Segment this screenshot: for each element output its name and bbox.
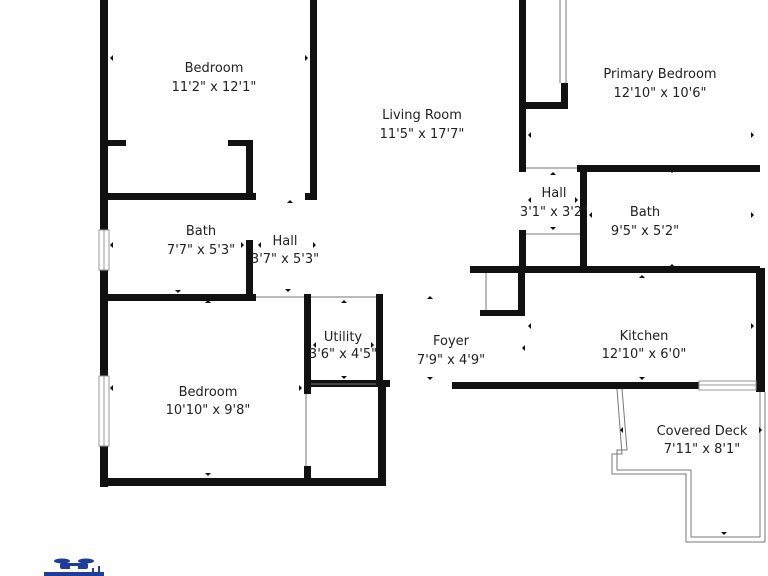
room-bedroom-bottom-dims: 10'10" x 9'8": [166, 403, 251, 418]
wall-kitchen-right: [756, 268, 765, 392]
wall-hall-right-left: [519, 230, 526, 270]
wall-kitchen-bottom-right: [617, 382, 699, 389]
room-foyer-name: Foyer: [433, 334, 470, 349]
deck-outline: [611, 388, 766, 543]
room-bath-right-dims: 9'5" x 5'2": [611, 224, 679, 239]
room-deck-dims: 7'11" x 8'1": [664, 442, 740, 457]
room-deck-name: Covered Deck: [657, 424, 748, 439]
drone-logo-icon: [44, 558, 104, 576]
room-utility-dims: 3'6" x 4'5": [309, 347, 377, 362]
wall-kitchen-bottom: [452, 382, 617, 389]
wall-utility-right: [376, 294, 383, 380]
dimension-ticks: [110, 55, 762, 535]
wall-closet-top: [108, 140, 126, 146]
wall-bath-bottom: [108, 294, 256, 301]
room-bedroom-top-dims: 11'2" x 12'1": [172, 80, 257, 95]
wall-utility-left: [304, 294, 311, 394]
room-kitchen-name: Kitchen: [620, 329, 669, 344]
room-utility-name: Utility: [324, 330, 363, 345]
wall-bath-top: [108, 193, 256, 200]
room-bedroom-top-name: Bedroom: [185, 61, 244, 76]
room-primary-name: Primary Bedroom: [603, 67, 716, 82]
wall-hall-top: [305, 193, 317, 200]
room-hall-left-name: Hall: [273, 234, 298, 249]
wall-closet-top-right: [228, 140, 253, 146]
room-labels: Bedroom 11'2" x 12'1" Living Room 11'5" …: [166, 61, 748, 457]
thin-lines: [98, 0, 766, 543]
room-kitchen-dims: 12'10" x 6'0": [602, 347, 687, 362]
wall-kitchen-stub-bottom: [480, 310, 525, 316]
wall-top-bedroom-right: [310, 0, 317, 200]
room-living-name: Living Room: [382, 108, 462, 123]
room-hall-right-dims: 3'1" x 3'2": [520, 205, 588, 220]
room-bath-left-name: Bath: [186, 224, 216, 239]
wall-lower-right: [378, 380, 386, 486]
wall-bath-right: [246, 240, 253, 301]
wall-primary-closet-bottom: [526, 102, 568, 109]
room-bath-left-dims: 7'7" x 5'3": [167, 243, 235, 258]
room-living-dims: 11'5" x 17'7": [380, 127, 465, 142]
room-bedroom-bottom-name: Bedroom: [179, 385, 238, 400]
room-primary-dims: 12'10" x 10'6": [614, 86, 707, 101]
wall-kitchen-stub: [518, 266, 525, 316]
room-foyer-dims: 7'9" x 4'9": [417, 353, 485, 368]
wall-bath-right-left: [580, 165, 587, 273]
wall-utility-left-low: [304, 466, 311, 480]
wall-primary-left: [519, 0, 526, 172]
room-bath-right-name: Bath: [630, 205, 660, 220]
room-hall-right-name: Hall: [542, 186, 567, 201]
wall-primary-bottom: [577, 165, 760, 172]
wall-bottom-exterior: [100, 478, 386, 486]
wall-primary-closet-right: [561, 83, 568, 109]
room-hall-left-dims: 3'7" x 5'3": [251, 252, 319, 267]
wall-kitchen-top: [470, 266, 760, 273]
wall-closet-side: [246, 140, 253, 198]
